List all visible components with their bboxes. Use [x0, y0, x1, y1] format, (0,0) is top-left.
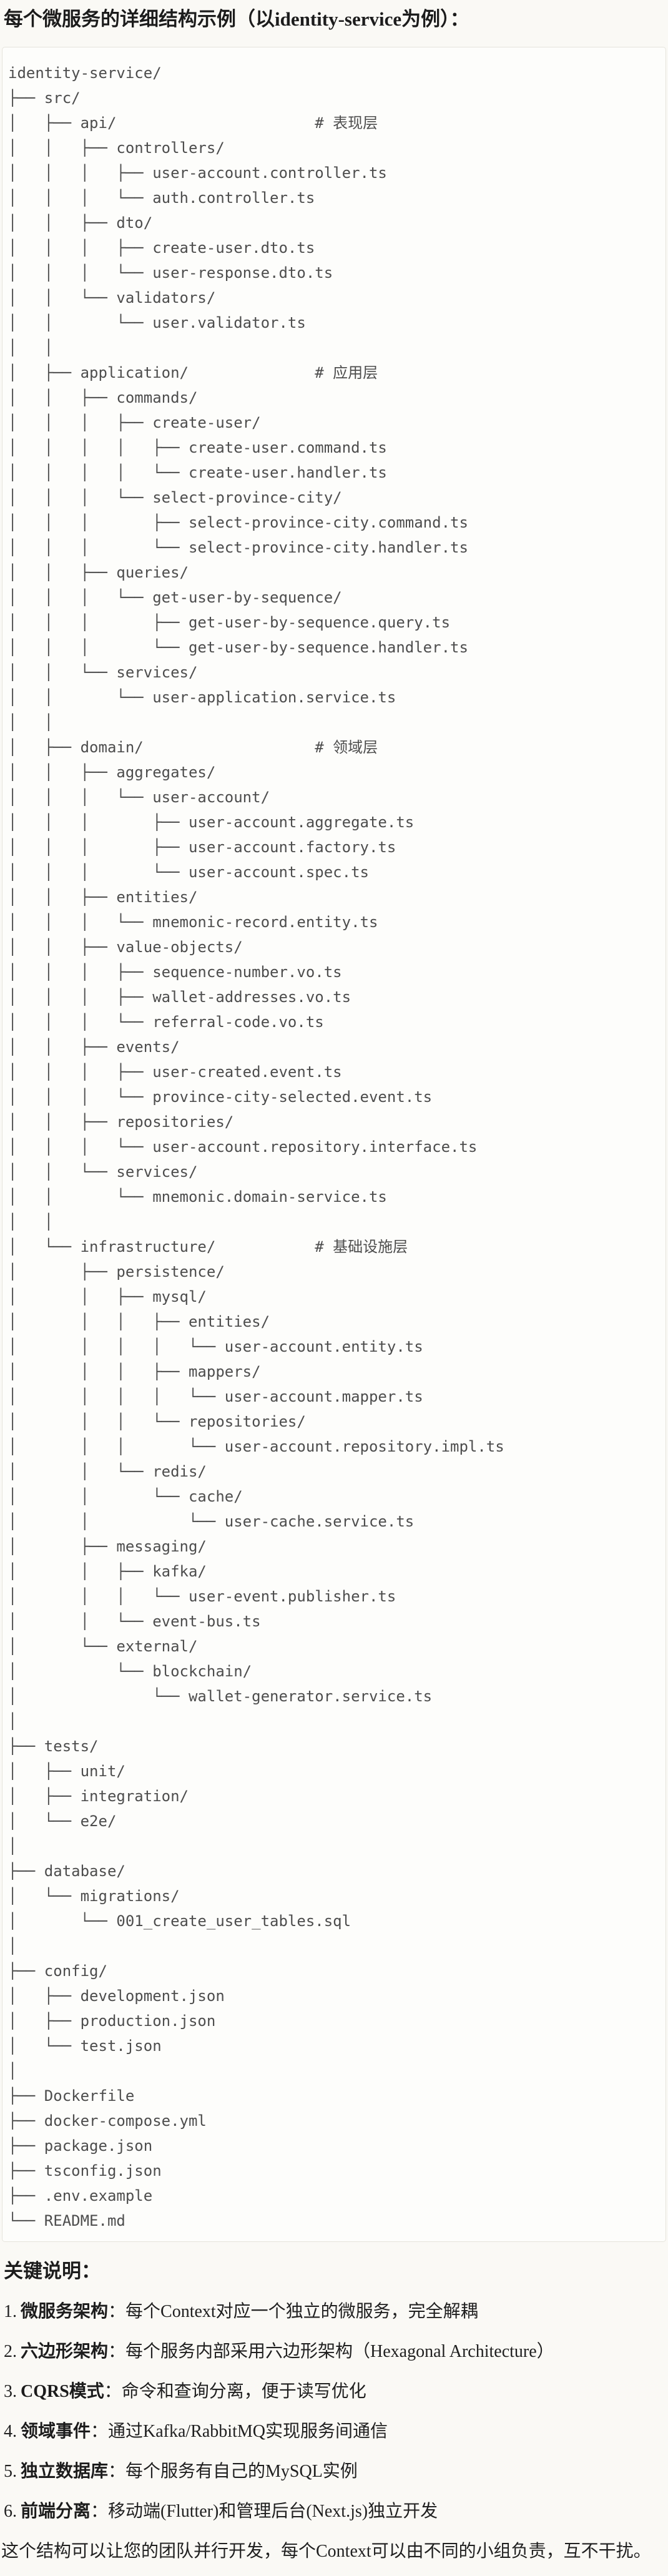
item-number: 5.	[4, 2462, 17, 2481]
item-text: ：移动端(Flutter)和管理后台(Next.js)独立开发	[91, 2502, 438, 2521]
item-term: 六边形架构	[21, 2342, 109, 2361]
page-title: 每个微服务的详细结构示例（以identity-service为例）：	[4, 8, 469, 30]
item-text: ：通过Kafka/RabbitMQ实现服务间通信	[91, 2422, 388, 2441]
item-number: 1.	[4, 2302, 17, 2321]
item-number: 3.	[4, 2382, 17, 2401]
item-text: ：每个服务有自己的MySQL实例	[108, 2462, 358, 2481]
closing-paragraph: 这个结构可以让您的团队并行开发，每个Context可以由不同的小组负责，互不干扰…	[1, 2542, 651, 2561]
item-text: ：每个服务内部采用六边形架构（Hexagonal Architecture）	[108, 2342, 554, 2361]
notes-heading: 关键说明：	[4, 2260, 101, 2282]
list-item: 1.微服务架构：每个Context对应一个独立的微服务，完全解耦	[4, 2292, 668, 2332]
item-term: 前端分离	[21, 2502, 91, 2521]
list-item: 2.六边形架构：每个服务内部采用六边形架构（Hexagonal Architec…	[4, 2332, 668, 2372]
list-item: 4.领域事件：通过Kafka/RabbitMQ实现服务间通信	[4, 2412, 668, 2452]
list-item: 6.前端分离：移动端(Flutter)和管理后台(Next.js)独立开发	[4, 2492, 668, 2532]
list-item: 5.独立数据库：每个服务有自己的MySQL实例	[4, 2452, 668, 2492]
directory-tree-code-block: identity-service/ ├── src/ │ ├── api/ # …	[2, 47, 666, 2242]
item-term: 领域事件	[21, 2422, 91, 2441]
item-term: CQRS模式	[21, 2382, 104, 2401]
directory-tree: identity-service/ ├── src/ │ ├── api/ # …	[8, 64, 504, 2229]
list-item: 3.CQRS模式：命令和查询分离，便于读写优化	[4, 2372, 668, 2412]
item-number: 4.	[4, 2422, 17, 2441]
notes-list: 1.微服务架构：每个Context对应一个独立的微服务，完全解耦 2.六边形架构…	[0, 2292, 668, 2532]
item-term: 独立数据库	[21, 2462, 109, 2481]
item-number: 6.	[4, 2502, 17, 2521]
item-term: 微服务架构	[21, 2302, 109, 2321]
item-text: ：命令和查询分离，便于读写优化	[104, 2382, 366, 2401]
item-text: ：每个Context对应一个独立的微服务，完全解耦	[108, 2302, 478, 2321]
item-number: 2.	[4, 2342, 17, 2361]
